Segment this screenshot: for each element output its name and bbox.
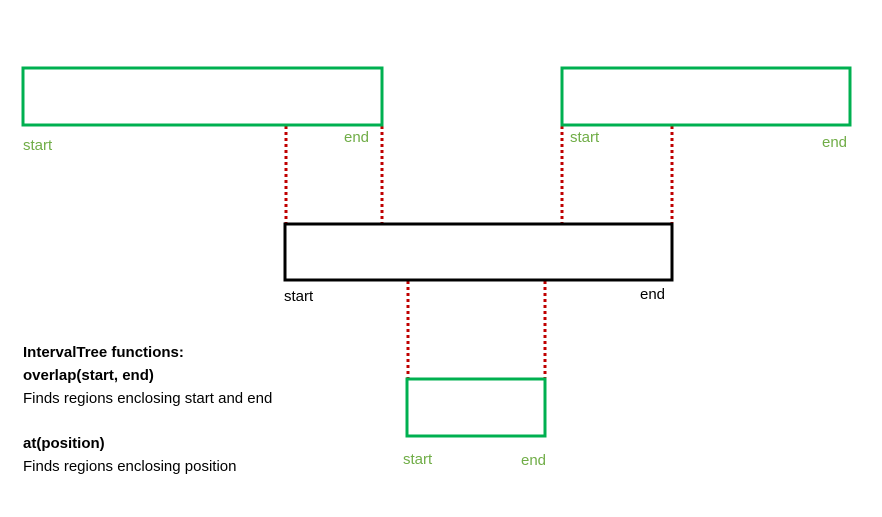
- at-signature: at(position): [23, 435, 105, 452]
- query-box: [283, 222, 674, 282]
- bottom-start-label: start: [403, 451, 433, 468]
- interval-box-left: [21, 66, 384, 127]
- overlap-description: Finds regions enclosing start and end: [23, 390, 273, 407]
- right-end-label: end: [822, 134, 848, 151]
- interval-box-bottom: [405, 377, 547, 438]
- at-description: Finds regions enclosing position: [23, 458, 237, 475]
- overlap-signature: overlap(start, end): [23, 367, 154, 384]
- query-end-label: end: [640, 286, 666, 303]
- left-end-label: end: [344, 129, 370, 146]
- right-start-label: start: [570, 129, 600, 146]
- notes-spacer: [23, 410, 272, 432]
- query-start-label: start: [284, 288, 314, 305]
- bottom-end-label: end: [521, 452, 547, 469]
- left-start-label: start: [23, 137, 53, 154]
- functions-notes: IntervalTree functions: overlap(start, e…: [23, 341, 272, 478]
- notes-heading: IntervalTree functions:: [23, 344, 184, 361]
- interval-box-right: [560, 66, 852, 127]
